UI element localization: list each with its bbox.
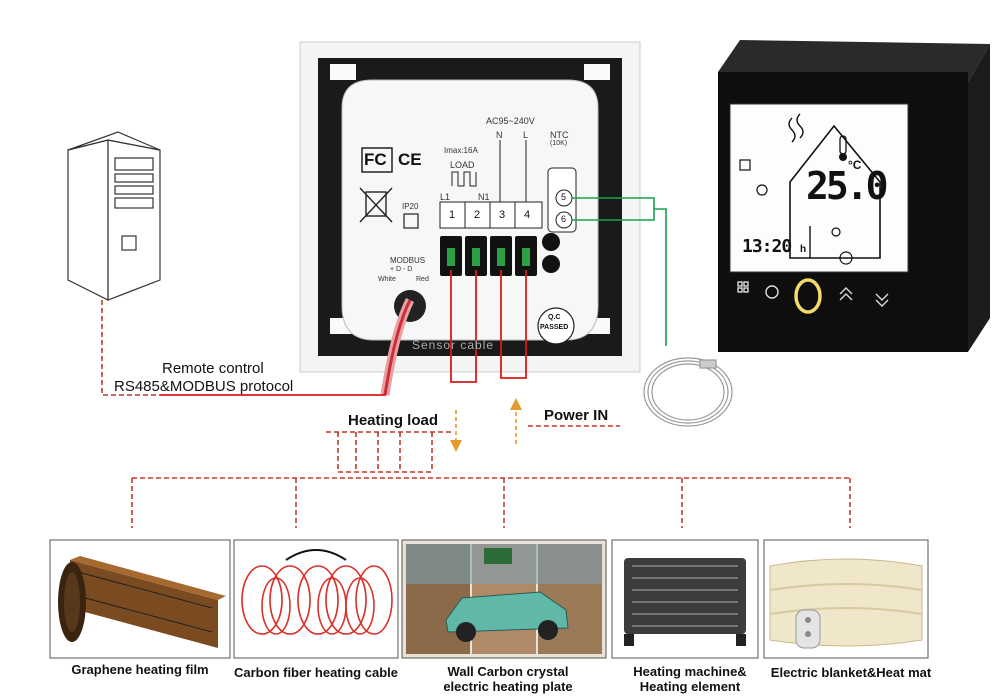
- product-heating-machine: [611, 539, 759, 659]
- caption-electric-blanket: Electric blanket&Heat mat: [756, 665, 946, 680]
- modbus-pins: + D - D: [390, 266, 413, 273]
- product-carbon-cable: [233, 539, 399, 659]
- terminal-6: 6: [561, 214, 567, 224]
- sensor-cable-label: Sensor cable: [412, 338, 495, 352]
- thermostat-temperature: 25.0: [806, 164, 888, 208]
- modbus-label: MODBUS: [390, 256, 426, 265]
- caption-heating-machine: Heating machine& Heating element: [610, 664, 770, 694]
- heating-load-label: Heating load: [348, 412, 439, 429]
- terminal-3: 3: [499, 209, 506, 221]
- caption-graphene-film: Graphene heating film: [40, 662, 240, 677]
- caption-line: Heating element: [639, 679, 741, 694]
- caption-line: Graphene heating film: [71, 662, 209, 677]
- ce-mark: CE: [398, 150, 422, 169]
- module-load: LOAD: [450, 160, 475, 170]
- caption-line: Heating machine&: [633, 664, 747, 679]
- passed-label: PASSED: [540, 324, 569, 331]
- computer-icon: [67, 131, 161, 301]
- caption-line: Wall Carbon crystal: [447, 664, 569, 679]
- qc-label: Q.C: [548, 314, 561, 321]
- product-graphene-film: [49, 539, 231, 659]
- remote-control-label: Remote control: [162, 360, 264, 377]
- product-electric-blanket: [763, 539, 929, 659]
- terminal-2: 2: [474, 209, 481, 221]
- ip-mark: IP20: [402, 202, 419, 211]
- thermostat-time: 13:20: [742, 236, 792, 257]
- product-carbon-crystal-plate: [401, 539, 607, 659]
- caption-line: Carbon fiber heating cable: [234, 665, 398, 680]
- module-ntc: NTC: [550, 130, 569, 140]
- thermostat-buttons: [737, 278, 889, 314]
- thermostat-time-unit: h: [800, 244, 807, 255]
- heating-load-bus: [131, 431, 851, 528]
- terminal-1: 1: [449, 209, 456, 221]
- modbus-white: White: [378, 276, 396, 283]
- module-imax: Imax:16A: [444, 146, 478, 155]
- protocol-label: RS485&MODBUS protocol: [114, 378, 294, 395]
- module-voltage: AC95~240V: [486, 116, 535, 126]
- module-l1: L1: [440, 192, 451, 202]
- ntc-sensor-icon: [643, 357, 733, 427]
- terminal-4: 4: [524, 209, 531, 221]
- caption-line: electric heating plate: [443, 679, 573, 694]
- thermostat-back-module: [299, 41, 641, 373]
- power-in-label: Power IN: [544, 407, 609, 424]
- caption-line: Electric blanket&Heat mat: [770, 665, 932, 680]
- module-l: L: [523, 130, 529, 140]
- caption-carbon-crystal-plate: Wall Carbon crystal electric heating pla…: [404, 664, 612, 694]
- fc-mark: FC: [364, 150, 387, 169]
- modbus-red: Red: [416, 276, 429, 283]
- caption-carbon-cable: Carbon fiber heating cable: [226, 665, 406, 680]
- module-n1: N1: [478, 192, 490, 202]
- thermostat-unit: °C: [848, 158, 862, 172]
- thermostat-front: [718, 40, 990, 352]
- terminal-5: 5: [561, 192, 567, 202]
- sensor-wire: [572, 197, 667, 346]
- module-ntc-sub: (10K): [550, 140, 568, 147]
- module-n: N: [496, 130, 503, 140]
- red-wires: [160, 270, 527, 396]
